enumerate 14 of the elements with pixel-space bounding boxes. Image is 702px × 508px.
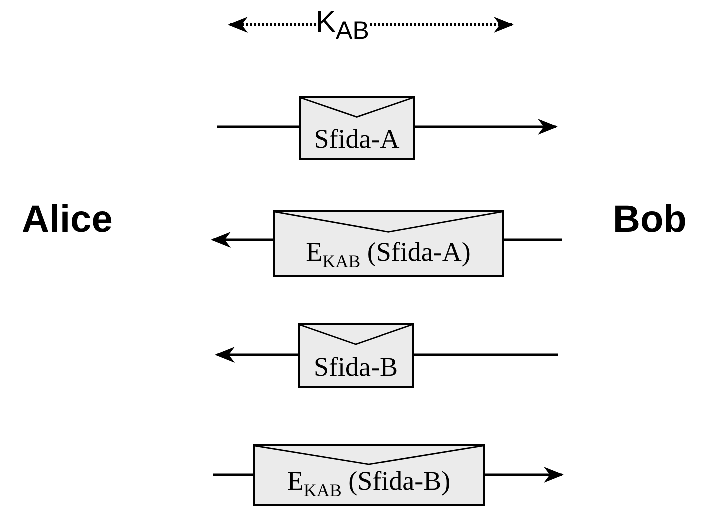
message-text: Sfida-A	[313, 124, 401, 155]
message-text: E$_{KAB}$ (Sfida-A)	[305, 236, 472, 272]
envelope-box	[253, 444, 485, 506]
message-text: Sfida-B	[313, 352, 399, 383]
party-name: Alice	[22, 201, 113, 239]
party-name: Bob	[613, 201, 687, 239]
arrow	[211, 232, 273, 248]
envelope-box	[299, 96, 415, 160]
arrow	[215, 347, 298, 363]
message-text: E$_{KAB}$ (Sfida-B)	[286, 466, 452, 501]
envelope-box	[273, 210, 504, 277]
envelope-box	[298, 323, 414, 388]
arrow	[415, 119, 558, 135]
arrow	[485, 467, 564, 483]
